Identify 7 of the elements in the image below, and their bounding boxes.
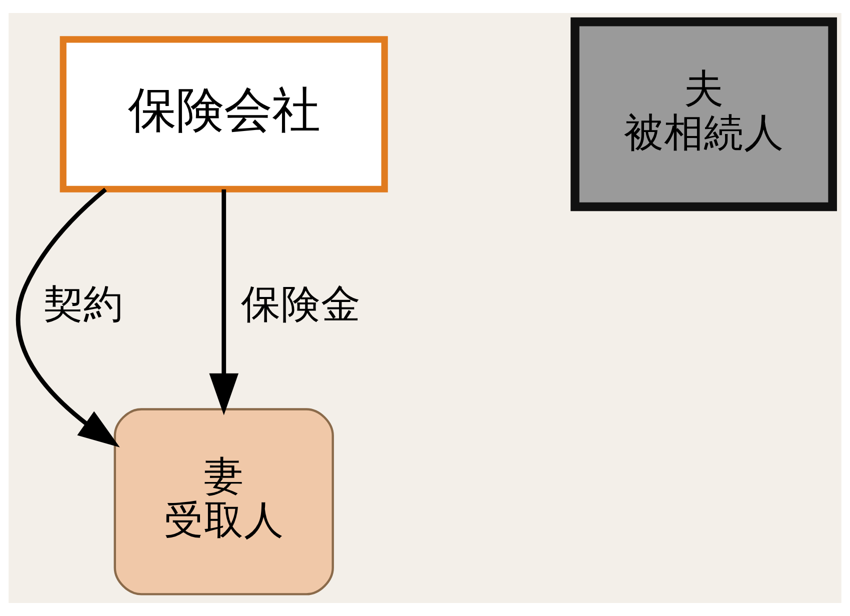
arrow xyxy=(16,188,120,448)
arrow xyxy=(209,189,239,416)
node-box: 夫 被相続人 xyxy=(570,17,837,212)
edge-label: 契約 xyxy=(43,282,124,328)
node-box: 保険会社 xyxy=(60,36,388,192)
node-box: 妻 受取人 xyxy=(114,408,334,596)
edge-label: 保険金 xyxy=(241,282,362,328)
